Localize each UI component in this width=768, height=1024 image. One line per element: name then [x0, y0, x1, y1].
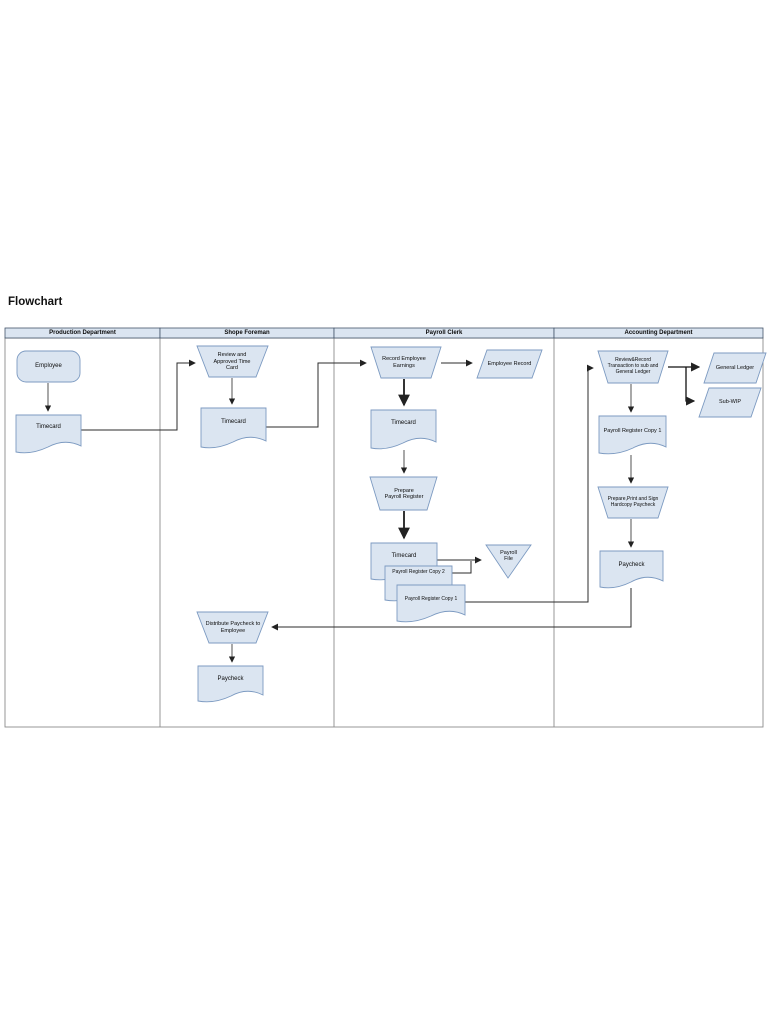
shape-register-copy1-accounting-document — [598, 415, 667, 455]
lane-header-payroll-clerk: Payroll Clerk — [425, 330, 463, 336]
shape-employee-terminator — [16, 350, 81, 383]
connector-copy2-payrollfile — [452, 561, 472, 574]
lane-header-box-accounting — [553, 327, 764, 339]
connector-reviewrecord-subwip — [685, 367, 696, 406]
connector-paycheck-distribute — [271, 588, 632, 631]
swimlane-frame — [4, 337, 764, 728]
lane-header-foreman: Shope Foreman — [224, 330, 270, 336]
shape-timecard-clerk-document — [370, 409, 437, 450]
shape-paycheck-foreman-document — [197, 665, 264, 703]
connector-copy1-reviewrecord — [465, 364, 594, 603]
shape-record-earnings-manual-operation — [370, 346, 442, 379]
shape-timecard-foreman-document — [200, 407, 267, 449]
shape-distribute-paycheck-manual-operation — [196, 611, 269, 644]
page-title: Flowchart — [8, 296, 63, 308]
shape-review-time-card-manual-operation — [196, 345, 269, 378]
shape-review-record-manual-operation — [597, 350, 669, 384]
shape-timecard-production-document — [15, 414, 82, 454]
shape-prepare-register-manual-operation — [369, 476, 438, 511]
shape-register-copy1-clerk-document — [396, 584, 466, 623]
shape-payroll-file-triangle — [485, 544, 532, 579]
shape-general-ledger-parallelogram — [703, 352, 767, 384]
connector-timecardprod-review — [81, 359, 196, 431]
shape-paycheck-accounting-document — [599, 550, 664, 589]
lane-header-accounting: Accounting Department — [624, 330, 693, 336]
lane-header-production: Production Department — [49, 330, 116, 336]
shape-sub-wip-parallelogram — [698, 387, 762, 418]
shape-prepare-print-sign-manual-operation — [597, 486, 669, 519]
connector-timecardforeman-recordearnings — [266, 359, 367, 428]
shape-employee-record-parallelogram — [476, 349, 543, 379]
